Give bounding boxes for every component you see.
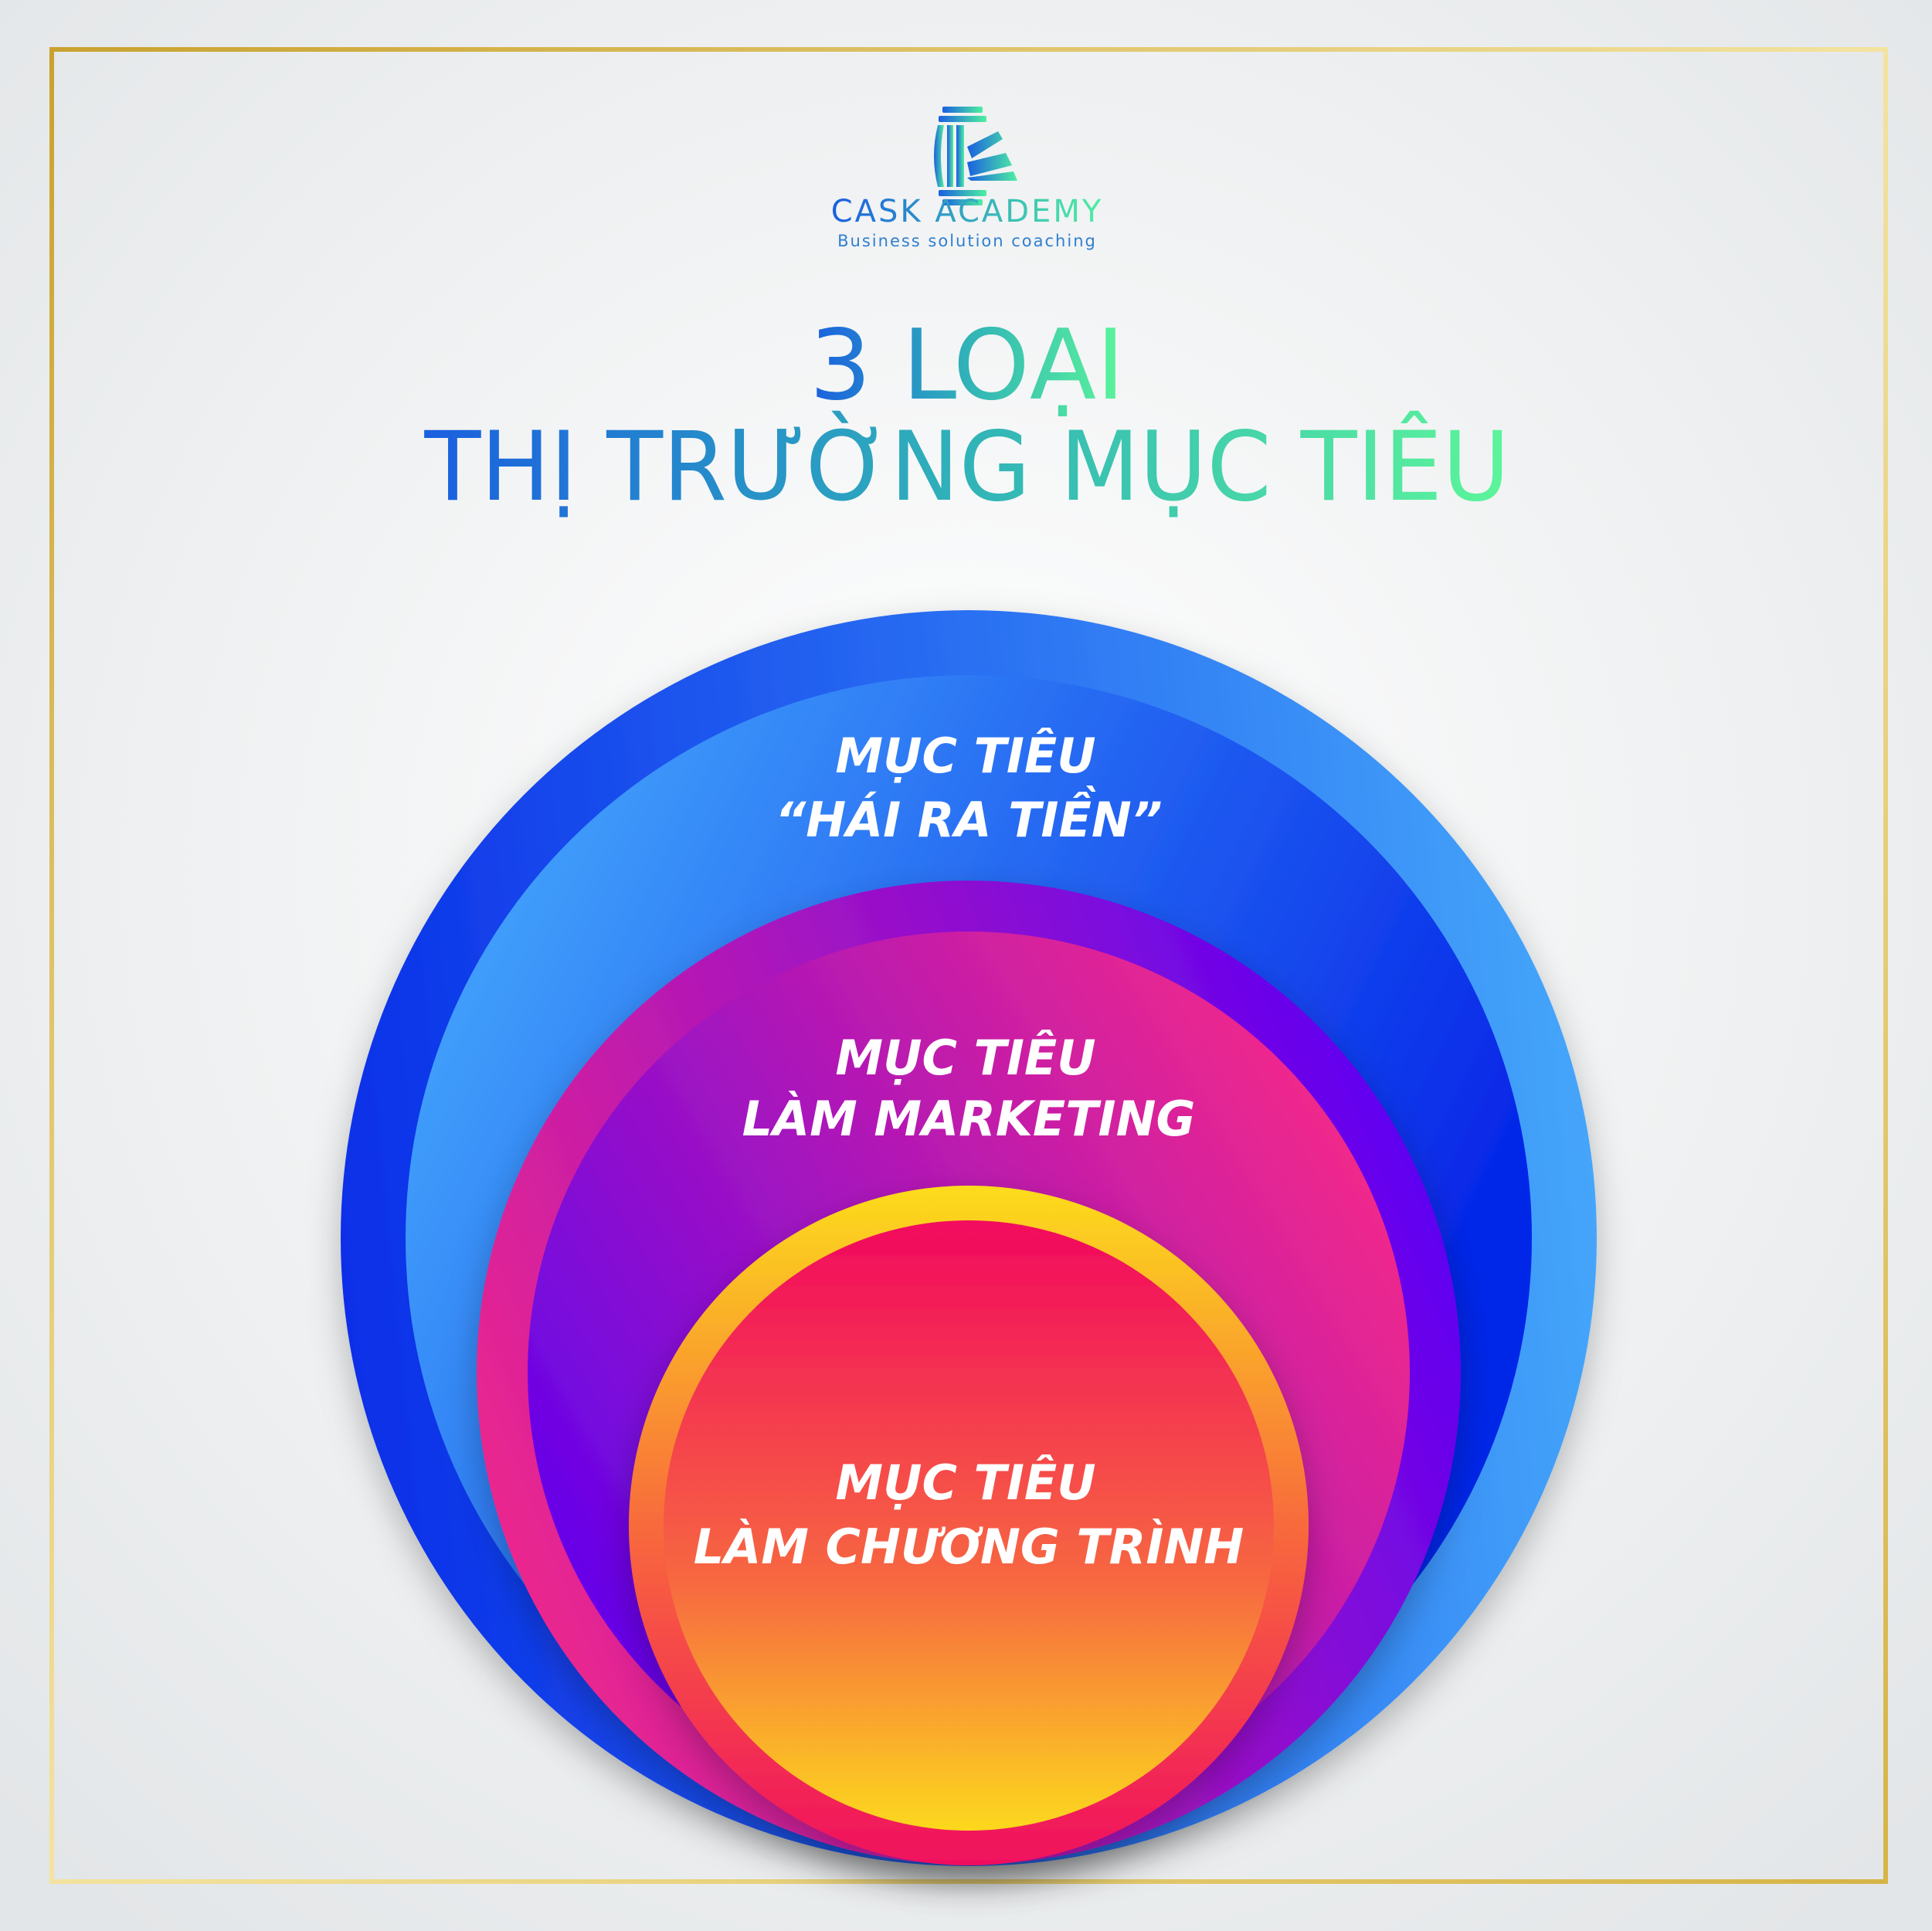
title-line-1: 3 LOẠI [810, 308, 1125, 422]
inner-circle-program-target [629, 1186, 1309, 1865]
circle-2-line-2: LÀM MARKETING [742, 1091, 1196, 1147]
cask-academy-logo: CASK ACADEMY Business solution coaching [831, 107, 1104, 250]
circle-3-line-2: LÀM CHƯƠNG TRÌNH [694, 1519, 1244, 1575]
gold-frame [49, 47, 1888, 1884]
title-line-2: THỊ TRƯỜNG MỤC TIÊU [424, 410, 1510, 523]
barrel-book-icon [934, 107, 1017, 205]
logo-name: CASK ACADEMY [831, 194, 1104, 229]
circle-1-line-2: “HÁI RA TIỀN” [775, 785, 1162, 848]
circle-1-line-1: MỤC TIÊU [835, 728, 1095, 784]
circle-3-line-1: MỤC TIÊU [835, 1454, 1095, 1511]
circle-2-line-1: MỤC TIÊU [835, 1030, 1095, 1086]
logo-tagline: Business solution coaching [837, 232, 1097, 250]
